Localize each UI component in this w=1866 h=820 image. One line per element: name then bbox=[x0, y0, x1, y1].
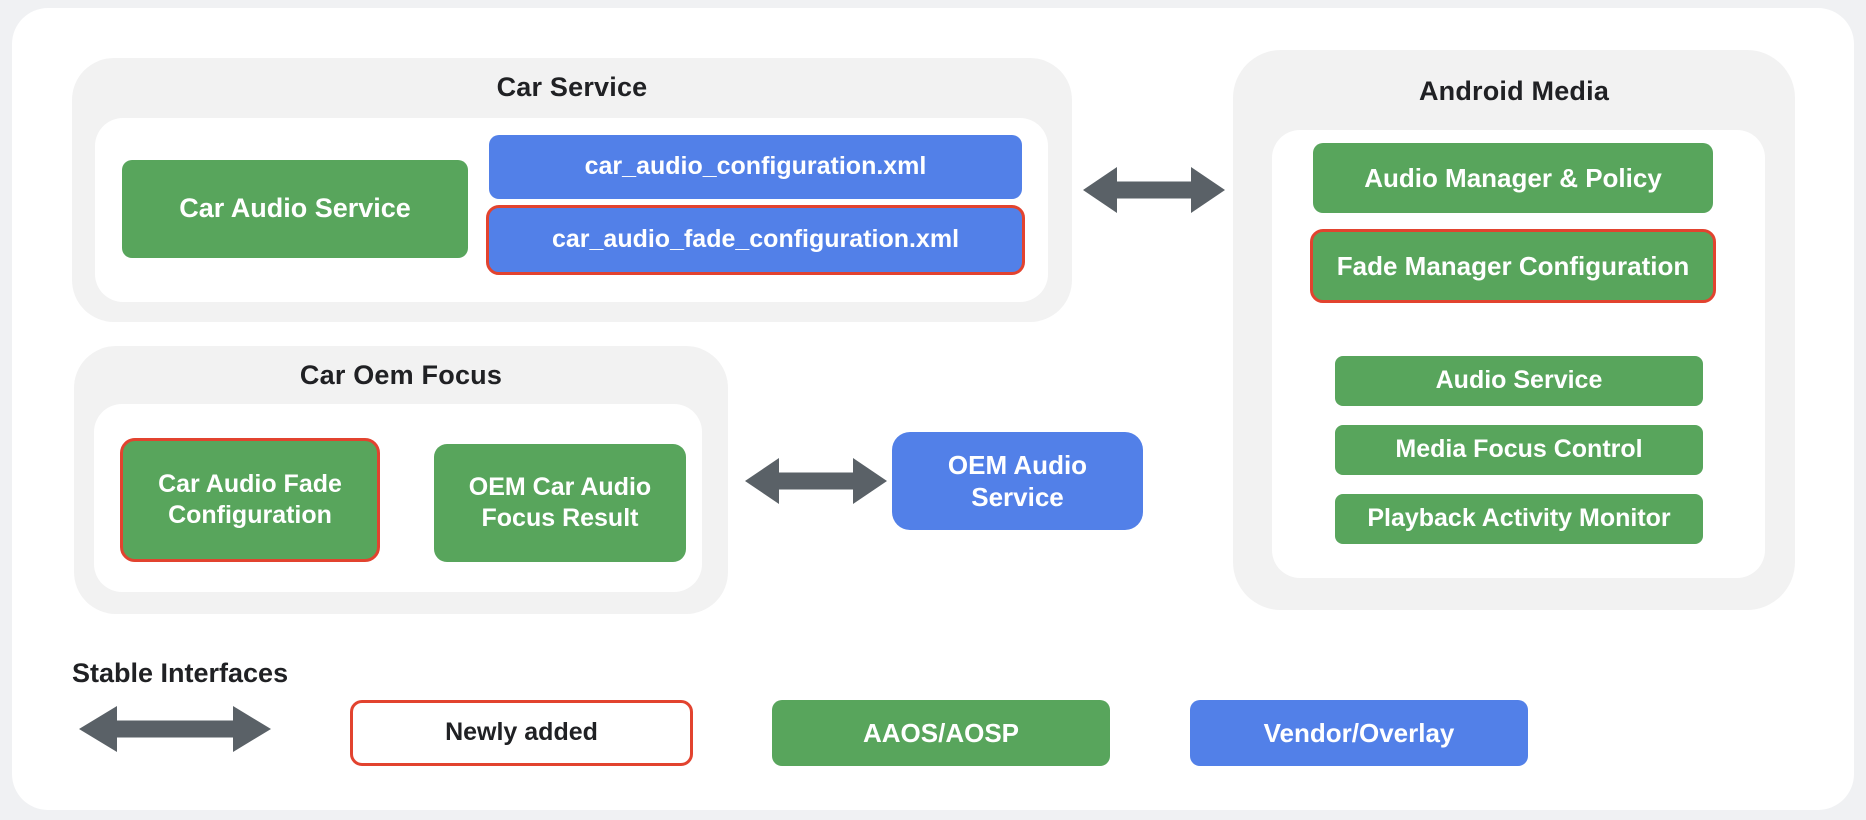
car-service-title: Car Service bbox=[496, 72, 648, 102]
oem-car-audio-focus-result-box: OEM Car Audio Focus Result bbox=[434, 444, 686, 562]
stable-interface-arrow-icon bbox=[1083, 167, 1225, 213]
stable-interfaces-label: Stable Interfaces bbox=[72, 658, 289, 688]
media-focus-control-box: Media Focus Control bbox=[1335, 425, 1703, 475]
car-audio-fade-configuration-box: Car Audio Fade Configuration bbox=[120, 438, 380, 562]
audio-service-box: Audio Service bbox=[1335, 356, 1703, 406]
legend-vendor-overlay-box: Vendor/Overlay bbox=[1190, 700, 1528, 766]
fade-manager-configuration-box: Fade Manager Configuration bbox=[1310, 229, 1716, 303]
legend-newly-added-box: Newly added bbox=[350, 700, 693, 766]
audio-manager-policy-box: Audio Manager & Policy bbox=[1313, 143, 1713, 213]
car-audio-fade-configuration-xml-box: car_audio_fade_configuration.xml bbox=[486, 205, 1025, 275]
android-media-title: Android Media bbox=[1418, 76, 1610, 106]
car-audio-configuration-xml-box: car_audio_configuration.xml bbox=[489, 135, 1022, 199]
legend-aaos-aosp-box: AAOS/AOSP bbox=[772, 700, 1110, 766]
playback-activity-monitor-box: Playback Activity Monitor bbox=[1335, 494, 1703, 544]
stable-interface-legend-arrow-icon bbox=[79, 706, 271, 752]
oem-audio-service-box: OEM Audio Service bbox=[892, 432, 1143, 530]
car-audio-service-box: Car Audio Service bbox=[122, 160, 468, 258]
car-oem-focus-title: Car Oem Focus bbox=[299, 360, 503, 390]
stable-interface-arrow-icon bbox=[745, 458, 887, 504]
